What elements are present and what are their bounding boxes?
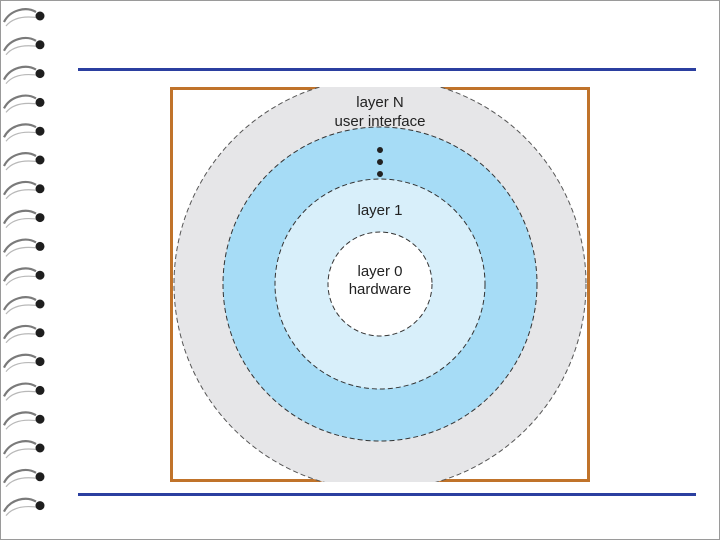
spiral-ring xyxy=(4,211,45,228)
spiral-ring xyxy=(4,38,45,55)
layer-0-label: layer 0 xyxy=(357,263,402,280)
layer-0-description: hardware xyxy=(349,281,412,298)
layered-os-diagram: layer N user interface layer 1 layer 0 h… xyxy=(170,87,590,482)
spiral-ring xyxy=(4,384,45,401)
top-rule xyxy=(78,68,696,71)
spiral-binding-icon xyxy=(0,0,60,540)
spiral-ring xyxy=(4,412,45,429)
bottom-rule xyxy=(78,493,696,496)
spiral-ring xyxy=(4,499,45,516)
spiral-ring xyxy=(4,441,45,458)
layer-n-description: user interface xyxy=(335,113,426,130)
layer-n-label: layer N xyxy=(356,94,404,111)
ellipsis-dots-icon xyxy=(377,147,383,177)
spiral-ring xyxy=(4,297,45,314)
spiral-ring xyxy=(4,240,45,257)
spiral-ring xyxy=(4,67,45,84)
spiral-ring xyxy=(4,182,45,199)
layer-1-label: layer 1 xyxy=(357,202,402,219)
spiral-ring xyxy=(4,355,45,372)
spiral-ring xyxy=(4,153,45,170)
spiral-ring xyxy=(4,470,45,487)
spiral-ring xyxy=(4,96,45,113)
spiral-ring xyxy=(4,124,45,141)
spiral-ring xyxy=(4,9,45,26)
spiral-ring xyxy=(4,326,45,343)
spiral-ring xyxy=(4,268,45,285)
